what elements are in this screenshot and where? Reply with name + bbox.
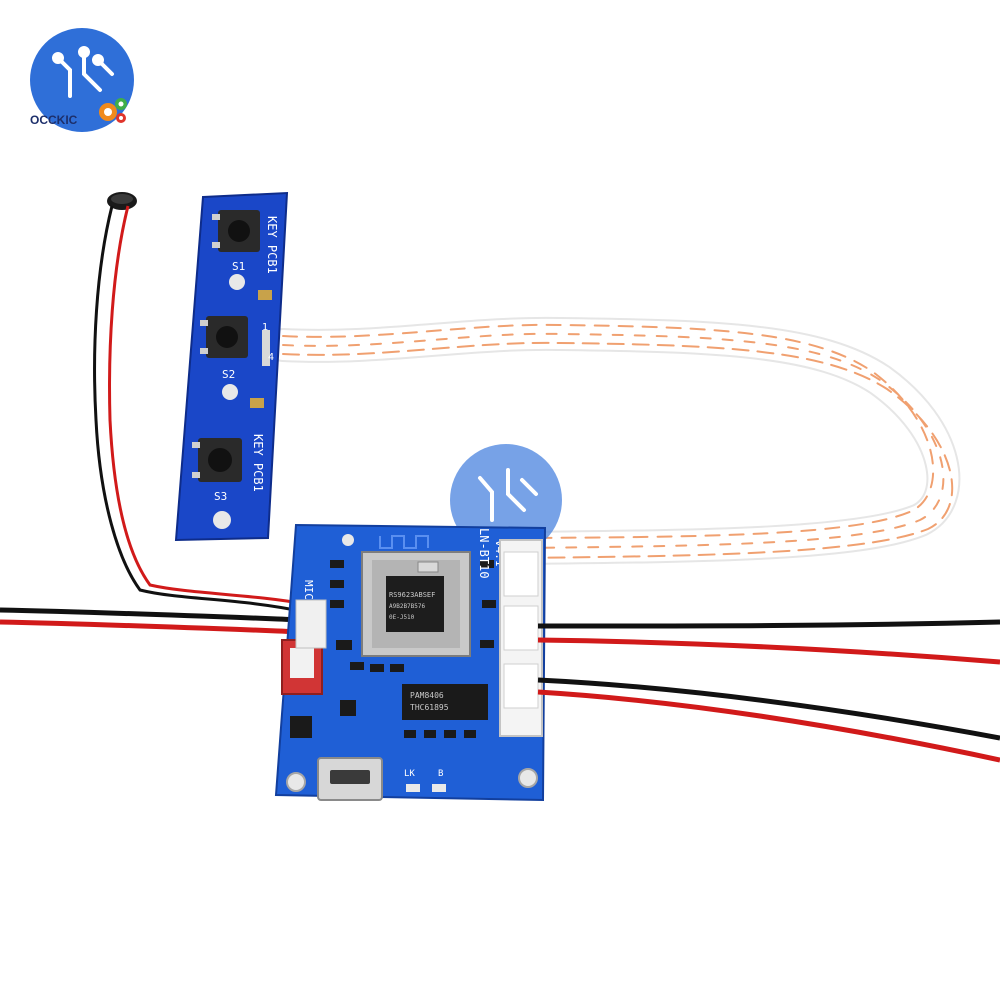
mounting-hole — [518, 768, 538, 788]
brand-name: OCCKIC — [30, 113, 78, 127]
mic-wire-red — [108, 205, 306, 606]
amp-chip-line-1: PAM8406 — [410, 691, 444, 700]
status-leds — [406, 784, 446, 792]
key-pcb-label-bottom: KEY PCB1 — [251, 434, 265, 492]
brand-logo: OCCKIC — [30, 28, 134, 132]
pin-label-4: 4 — [268, 352, 274, 363]
amp-chip-line-2: THC61895 — [410, 703, 449, 712]
button-label-s3: S3 — [214, 490, 227, 503]
key-pcb-label-top: KEY PCB1 — [265, 216, 279, 274]
button-label-s2: S2 — [222, 368, 235, 381]
mic-label: MIC — [302, 580, 315, 600]
power-connector[interactable] — [295, 599, 327, 649]
mounting-hole — [286, 772, 306, 792]
bt-chip-line-1: RS9623ABSEF — [389, 591, 435, 599]
led-label-b: B — [438, 769, 443, 779]
model-label: LN-BT10 — [477, 528, 491, 579]
pin-label-1: 1 — [262, 322, 268, 333]
mic-wire-black — [93, 205, 306, 614]
mic-connector[interactable] — [281, 639, 323, 695]
led-label-lk: LK — [404, 769, 415, 779]
push-button-s2[interactable] — [200, 316, 248, 358]
left-power-wire — [0, 607, 306, 635]
mounting-hole — [342, 534, 354, 546]
bt-chip-line-2: A9B2B7B576 — [389, 603, 426, 610]
bt-chip-line-3: 0E-J510 — [389, 614, 415, 621]
amplifier-chip: PAM8406 THC61895 — [402, 684, 488, 720]
push-button-s1[interactable] — [212, 210, 260, 252]
antenna-trace — [379, 535, 429, 549]
microphone — [107, 192, 137, 210]
cable-header — [262, 330, 270, 366]
micro-usb-port[interactable] — [317, 757, 383, 801]
circuit-icon — [52, 46, 114, 98]
speaker-wires — [537, 619, 1000, 763]
solder-pad — [250, 398, 264, 408]
bluetooth-amplifier-board: RS9623ABSEF A9B2B7B576 0E-J510 PAM8406 T… — [274, 523, 547, 802]
mounting-hole — [229, 274, 245, 290]
mounting-hole — [222, 384, 238, 400]
key-pcb: S1 S2 S3 KEY PCB1 KEY PCB1 1 4 — [174, 191, 289, 542]
ribbon-cable — [266, 316, 961, 565]
mounting-hole — [213, 511, 231, 529]
bluetooth-module: RS9623ABSEF A9B2B7B576 0E-J510 — [361, 551, 471, 657]
push-button-s3[interactable] — [192, 438, 242, 482]
speaker-connectors[interactable] — [499, 539, 543, 737]
solder-pad — [258, 290, 272, 300]
gear-icon — [99, 98, 127, 123]
smd-components — [290, 560, 496, 738]
button-label-s1: S1 — [232, 260, 245, 273]
